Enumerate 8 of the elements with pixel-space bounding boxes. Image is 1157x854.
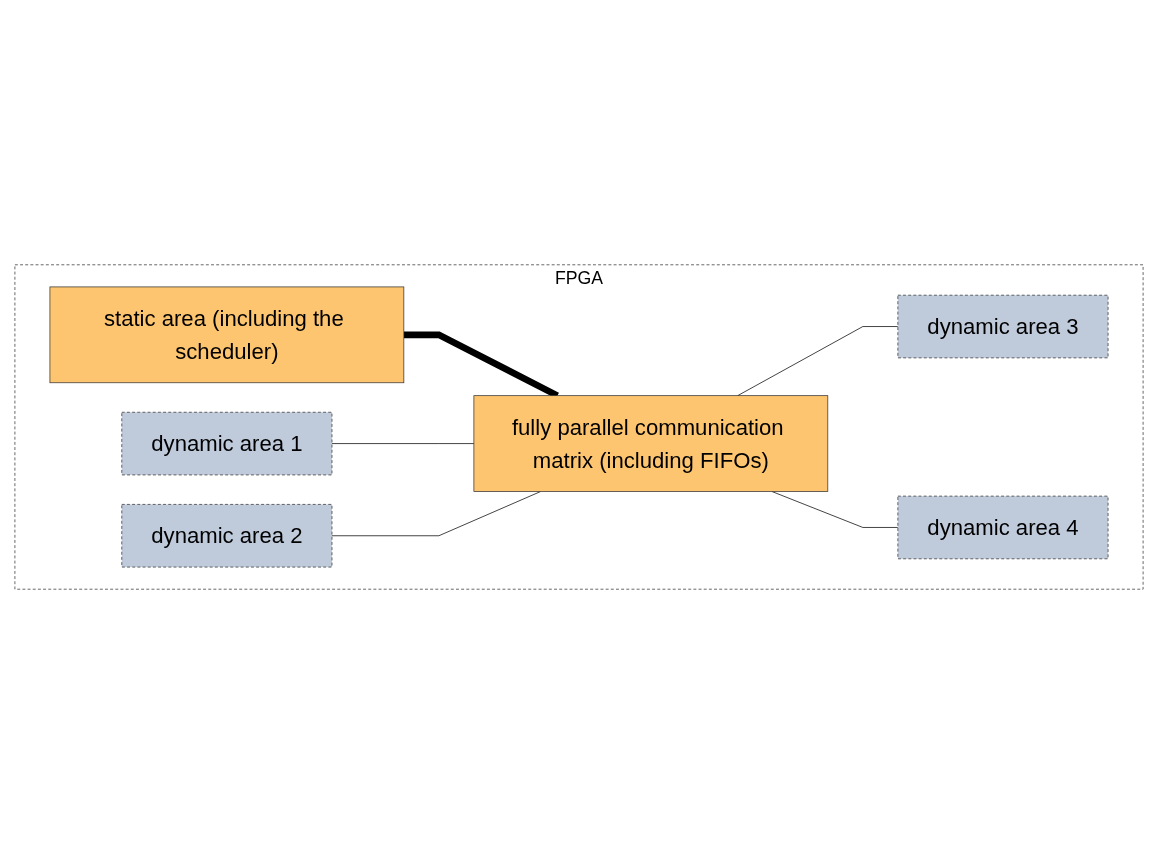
node-box: dynamic area 3: [897, 294, 1108, 359]
node-box: static area (including the scheduler): [49, 286, 404, 384]
node-box: dynamic area 4: [897, 495, 1108, 560]
connector: [331, 443, 474, 444]
connector: [331, 491, 541, 537]
node-box: dynamic area 2: [120, 504, 332, 568]
node-box: fully parallel communication matrix (including FIFOs): [473, 395, 828, 492]
node-box: dynamic area 1: [120, 411, 332, 476]
